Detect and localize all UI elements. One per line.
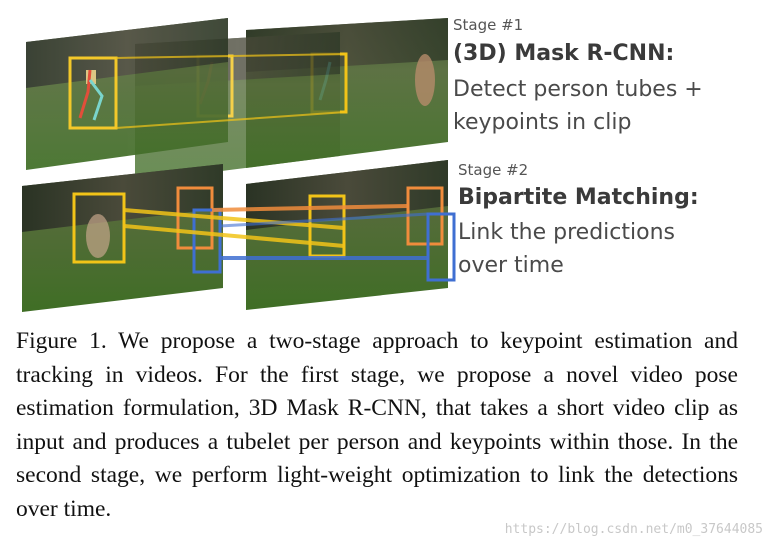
figure-caption: Figure 1. We propose a two-stage approac… xyxy=(16,325,738,526)
stage2-title: Bipartite Matching: xyxy=(458,185,699,210)
stage1-line-2: keypoints in clip xyxy=(453,106,631,139)
stage2-tag: Stage #2 xyxy=(458,161,528,179)
stage1-tag: Stage #1 xyxy=(453,16,523,34)
watermark-url: https://blog.csdn.net/m0_37644085 xyxy=(505,522,763,537)
stage2-line-2: over time xyxy=(458,249,564,282)
stage2-frame-left xyxy=(22,164,223,312)
stage1-line-1: Detect person tubes + xyxy=(453,73,703,106)
stage1-title: (3D) Mask R-CNN: xyxy=(453,41,674,66)
stage2-frame-right xyxy=(246,160,454,310)
stage2-line-1: Link the predictions xyxy=(458,216,675,249)
